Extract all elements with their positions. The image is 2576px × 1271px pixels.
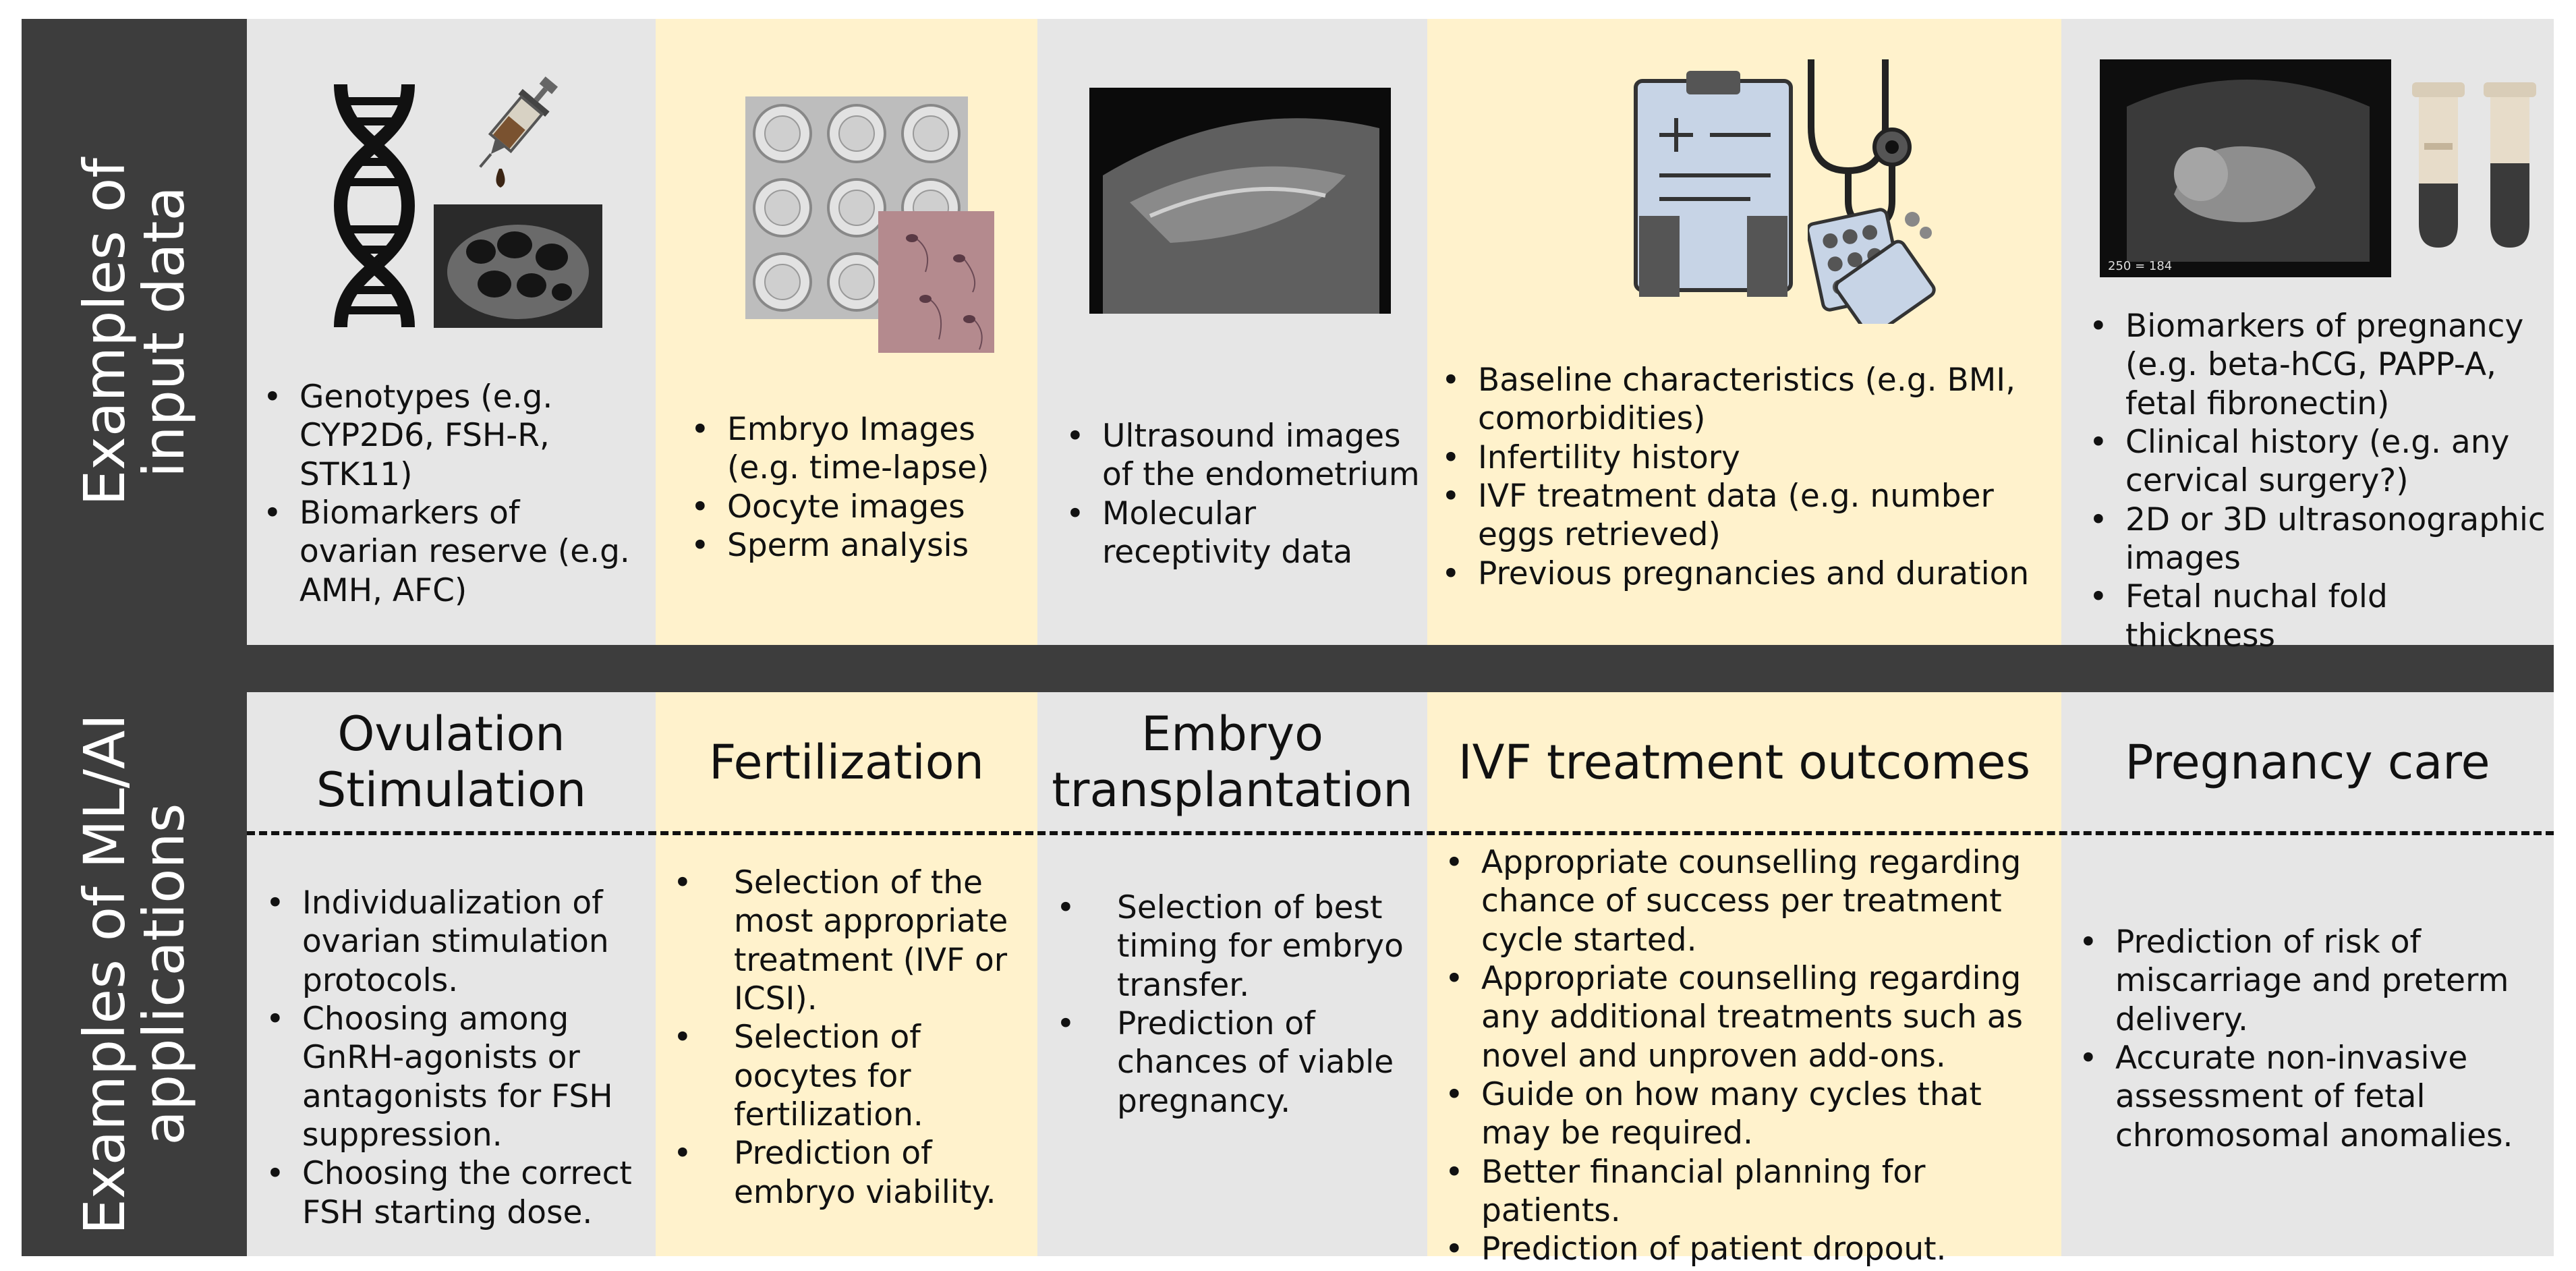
ivf-title: IVF treatment outcomes (1458, 734, 2031, 790)
list-item: 2D or 3D ultrasonographic images (2089, 501, 2546, 578)
list-item: Baseline characteristics (e.g. BMI, como… (1441, 361, 2047, 439)
list-item: Prediction of patient dropout. (1445, 1230, 2054, 1269)
ovulation-inputs-list: Genotypes (e.g. CYP2D6, FSH-R, STK11) Bi… (262, 378, 639, 610)
embryo-applications-list: Selection of best timing for embryo tran… (1056, 888, 1417, 1121)
list-item: Embryo Images (e.g. time-lapse) (691, 410, 1027, 488)
test-tube-icon (2412, 82, 2536, 248)
sperm-image (878, 211, 994, 353)
pregnancy-inputs-list: Biomarkers of pregnancy (e.g. beta-hCG, … (2088, 307, 2546, 655)
input-label-bar: Examples of input data (22, 19, 247, 645)
list-item: Biomarkers of ovarian reserve (e.g. AMH,… (263, 494, 639, 610)
list-item: Guide on how many cycles that may be req… (1445, 1075, 2054, 1153)
list-item: Selection of best timing for embryo tran… (1056, 888, 1417, 1005)
list-item: Oocyte images (691, 488, 1027, 527)
syringe-icon (479, 76, 559, 188)
pregnancy-applications-list: Prediction of risk of miscarriage and pr… (2078, 923, 2543, 1155)
list-item: Appropriate counselling regarding any ad… (1445, 959, 2054, 1075)
dna-icon (333, 84, 416, 328)
fetal-ultrasound-image: 250 = 184 (2100, 59, 2391, 277)
applications-row-label: Examples of ML/AI applications (71, 713, 197, 1235)
pregnancy-title: Pregnancy care (2125, 734, 2490, 790)
fertilization-title: Fertilization (709, 734, 984, 790)
ovary-ultrasound-image (434, 204, 602, 328)
list-item: Selection of oocytes for fertilization. (673, 1018, 1024, 1134)
list-item: Prediction of risk of miscarriage and pr… (2079, 923, 2543, 1039)
input-row-label: Examples of input data (71, 158, 197, 506)
ivf-inputs-list: Baseline characteristics (e.g. BMI, como… (1440, 361, 2047, 593)
embryo-grid-image (745, 96, 968, 319)
list-item: Individualization of ovarian stimulation… (266, 884, 642, 1000)
list-item: Prediction of embryo viability. (673, 1134, 1024, 1212)
applications-label-bar: Examples of ML/AI applications (22, 692, 247, 1256)
list-item: Biomarkers of pregnancy (e.g. beta-hCG, … (2089, 307, 2546, 423)
list-item: Choosing the correct FSH starting dose. (266, 1154, 642, 1232)
list-item: Appropriate counselling regarding chance… (1445, 843, 2054, 959)
pill-pack-icon (1808, 208, 1936, 324)
ultrasound-scale-text: 250 = 184 (2108, 259, 2172, 273)
list-item: Prediction of chances of viable pregnanc… (1056, 1005, 1417, 1121)
list-item: Molecular receptivity data (1066, 495, 1422, 572)
list-item: IVF treatment data (e.g. number eggs ret… (1441, 477, 2047, 555)
list-item: Ultrasound images of the endometrium (1066, 417, 1422, 495)
fertilization-applications-list: Selection of the most appropriate treatm… (673, 864, 1024, 1212)
list-item: Previous pregnancies and duration (1441, 555, 2047, 594)
list-item: Genotypes (e.g. CYP2D6, FSH-R, STK11) (263, 378, 639, 494)
list-item: Accurate non-invasive assessment of feta… (2079, 1039, 2543, 1155)
list-item: Infertility history (1441, 439, 2047, 478)
list-item: Choosing among GnRH-agonists or antagoni… (266, 1000, 642, 1154)
list-item: Fetal nuchal fold thickness (2089, 577, 2546, 655)
list-item: Clinical history (e.g. any cervical surg… (2089, 423, 2546, 501)
ivf-applications-list: Appropriate counselling regarding chance… (1443, 843, 2054, 1269)
clipboard-icon (1634, 71, 1793, 297)
embryo-inputs-list: Ultrasound images of the endometrium Mol… (1064, 417, 1422, 571)
dashed-separator (247, 831, 2554, 835)
fertilization-inputs-list: Embryo Images (e.g. time-lapse) Oocyte i… (689, 410, 1027, 565)
list-item: Sperm analysis (691, 526, 1027, 565)
list-item: Better financial planning for patients. (1445, 1153, 2054, 1231)
list-item: Selection of the most appropriate treatm… (673, 864, 1024, 1018)
endometrium-ultrasound-image (1089, 88, 1391, 314)
ovulation-applications-list: Individualization of ovarian stimulation… (264, 884, 642, 1232)
